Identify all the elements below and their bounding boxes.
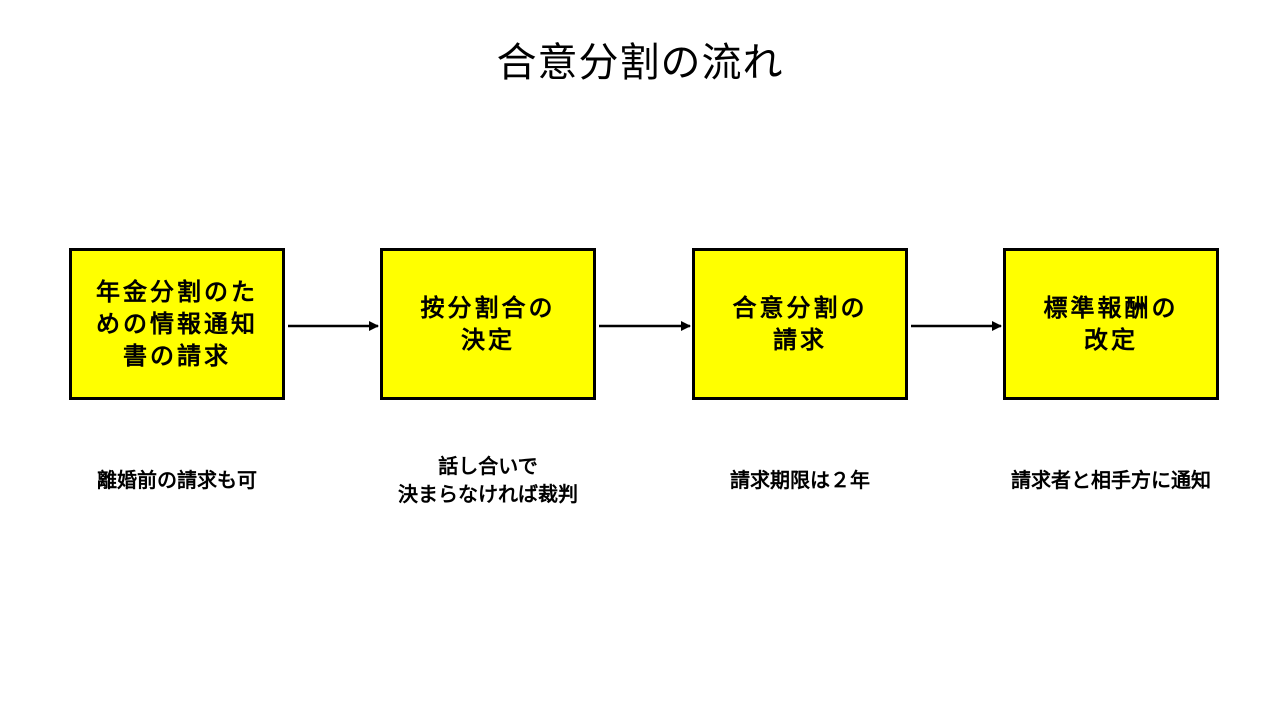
step-box-split-request: 合意分割の 請求 [692, 248, 908, 400]
step-label: 按分割合の 決定 [420, 294, 556, 354]
note-step-4: 請求者と相手方に通知 [1011, 468, 1211, 492]
step-label: 年金分割のた めの情報通知 書の請求 [96, 278, 258, 370]
page-title: 合意分割の流れ [496, 40, 784, 86]
note-step-1: 離婚前の請求も可 [97, 468, 257, 492]
note-step-2: 話し合いで 決まらなければ裁判 [398, 454, 578, 506]
note-step-3: 請求期限は２年 [730, 468, 870, 492]
step-box-info-request: 年金分割のた めの情報通知 書の請求 [69, 248, 285, 400]
step-box-ratio-decision: 按分割合の 決定 [380, 248, 596, 400]
step-label: 合意分割の 請求 [732, 294, 868, 354]
step-label: 標準報酬の 改定 [1043, 294, 1179, 354]
step-box-remuneration-revision: 標準報酬の 改定 [1003, 248, 1219, 400]
